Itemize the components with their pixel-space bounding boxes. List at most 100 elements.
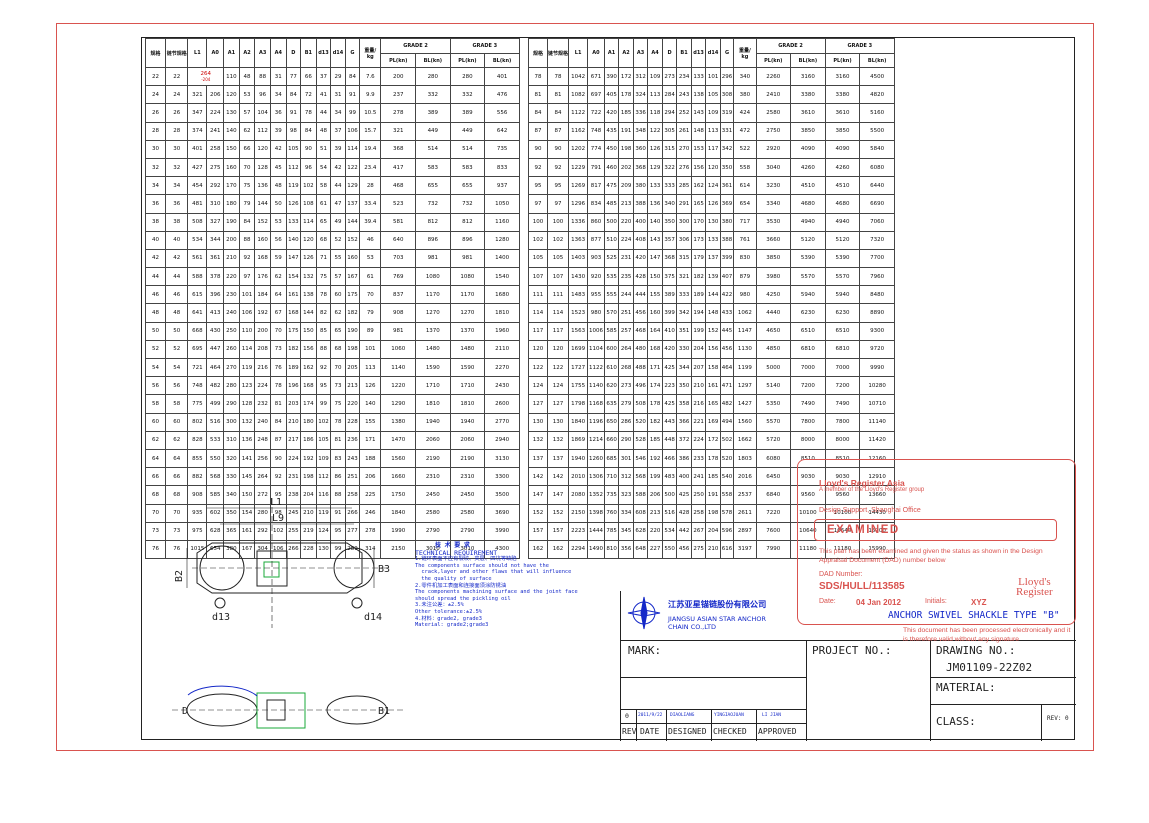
- table-cell: 126: [285, 194, 302, 214]
- table-cell: 290: [618, 430, 634, 450]
- table-cell: 46: [165, 285, 189, 305]
- table-cell: 1560: [380, 448, 417, 469]
- table-cell: 7490: [790, 394, 826, 414]
- tech-title-en: TECHNICAL REQUIREMENT: [415, 548, 498, 557]
- table-cell: 96: [254, 85, 271, 105]
- table-cell: 170: [223, 176, 240, 196]
- table-cell: 48: [144, 303, 167, 323]
- table-cell: 220: [344, 394, 361, 414]
- table-cell: 84: [269, 412, 287, 432]
- table-cell: 170: [690, 212, 707, 232]
- table-cell: 60: [330, 285, 346, 305]
- rev-approved: LI JIAN: [762, 713, 781, 718]
- table-cell: 40: [165, 230, 189, 250]
- table-cell: 78: [300, 103, 317, 123]
- table-cell: 34: [144, 176, 167, 196]
- table-cell: 685: [603, 448, 620, 469]
- table-cell: 198: [618, 139, 634, 159]
- table-cell: 466: [661, 448, 678, 469]
- table-cell: 833: [484, 157, 520, 178]
- table-cell: 433: [719, 303, 735, 323]
- table-cell: 157: [546, 521, 570, 541]
- table-cell: 129: [647, 157, 663, 178]
- table-cell: 92: [315, 357, 332, 378]
- table-cell: 533: [206, 430, 225, 450]
- table-cell: 152: [705, 321, 721, 341]
- table-cell: 84: [238, 212, 256, 232]
- table-cell: 60: [144, 412, 167, 432]
- table-cell: 340: [661, 194, 678, 214]
- table-cell: 228: [344, 412, 361, 432]
- table-cell: 3530: [755, 212, 792, 232]
- table-cell: 420: [603, 103, 620, 123]
- table-cell: 332: [415, 85, 451, 105]
- table-cell: 39.4: [359, 212, 382, 232]
- table-cell: 182: [285, 339, 302, 360]
- table-cell: 62: [330, 303, 346, 323]
- rev-header-date: DATE: [640, 727, 660, 736]
- table-cell: 1398: [587, 503, 605, 523]
- table-cell: 84: [546, 103, 570, 123]
- table-cell: 802: [187, 412, 208, 432]
- table-cell: 250: [690, 485, 707, 505]
- table-cell: 8510: [824, 448, 861, 469]
- table-cell: 120: [705, 157, 721, 178]
- table-cell: 500: [603, 212, 620, 232]
- table-cell: 119: [238, 357, 256, 378]
- tech-line: the quality of surface: [415, 575, 492, 582]
- hdr-grade3: GRADE 3: [824, 38, 896, 54]
- table-cell: 585: [603, 321, 620, 341]
- table-cell: 210: [223, 248, 240, 269]
- table-cell: 164: [647, 321, 663, 341]
- table-cell: 147: [647, 248, 663, 269]
- table-cell: 2190: [449, 448, 486, 469]
- table-cell: 2150: [568, 503, 589, 523]
- table-cell: 3160: [824, 66, 861, 87]
- table-cell: 148: [705, 303, 721, 323]
- table-cell: 7060: [859, 212, 895, 232]
- table-cell: 240: [254, 412, 271, 432]
- table-cell: 654: [733, 194, 757, 214]
- table-cell: 655: [449, 176, 486, 196]
- table-cell: 7800: [790, 412, 826, 432]
- table-cell: 83: [330, 448, 346, 469]
- table-cell: 344: [206, 230, 225, 250]
- table-cell: 117: [705, 139, 721, 159]
- dim-b1: B1: [378, 706, 390, 717]
- table-cell: 5570: [824, 267, 861, 287]
- drawing-no: JM01109-22Z02: [946, 661, 1033, 674]
- rev-value: 0: [625, 712, 629, 720]
- table-cell: 2611: [733, 503, 757, 523]
- table-cell: 41: [315, 85, 332, 105]
- table-cell: 3660: [755, 230, 792, 250]
- table-cell: 44: [165, 267, 189, 287]
- table-cell: 278: [359, 521, 382, 541]
- table-cell: 2790: [415, 521, 451, 541]
- table-cell: 456: [719, 339, 735, 360]
- table-cell: 147: [285, 248, 302, 269]
- table-cell: 22: [165, 66, 189, 87]
- table-cell: 162: [690, 176, 707, 196]
- table-cell: 761: [733, 230, 757, 250]
- table-cell: 1444: [587, 521, 605, 541]
- table-cell: 345: [618, 521, 634, 541]
- tech-line: Material: grade2;grade3: [415, 622, 489, 629]
- table-cell: 556: [484, 103, 520, 123]
- table-cell: 9720: [859, 339, 895, 360]
- table-cell: 5390: [824, 248, 861, 269]
- table-cell: 422: [719, 285, 735, 305]
- table-cell: 828: [187, 430, 208, 450]
- table-cell: 1940: [449, 412, 486, 432]
- table-cell: 4680: [824, 194, 861, 214]
- swivel-block: [256, 550, 288, 587]
- table-cell: 30: [144, 139, 167, 159]
- table-cell: 122: [528, 357, 548, 378]
- table-cell: 224: [285, 448, 302, 469]
- table-cell: 389: [449, 103, 486, 123]
- table-cell: 111: [546, 285, 570, 305]
- table-cell: 84: [285, 85, 302, 105]
- table-cell: 26: [144, 103, 167, 123]
